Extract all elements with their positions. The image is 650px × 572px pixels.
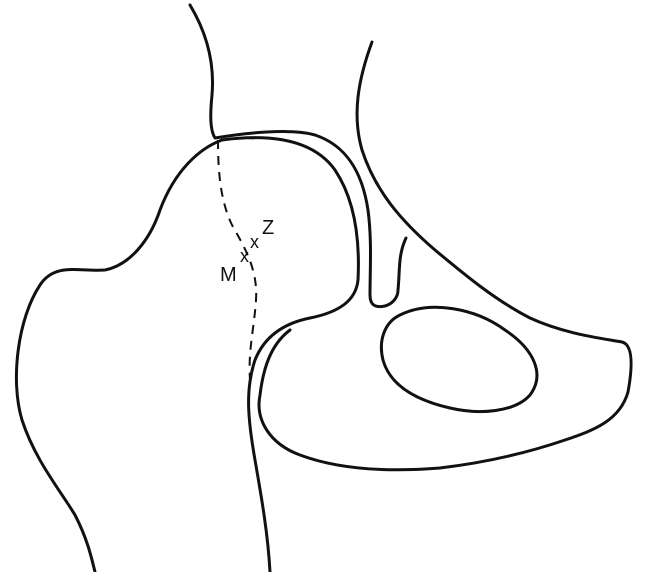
obturator-foramen — [381, 307, 536, 411]
femur-outline — [16, 140, 222, 572]
hidden-contour-dashed — [218, 140, 256, 380]
marker-z: x — [250, 232, 259, 252]
label-z: Z — [262, 217, 274, 239]
ilium-line — [190, 5, 406, 307]
marker-m: x — [240, 246, 249, 266]
label-m: M — [220, 264, 237, 286]
acetabular-roof — [222, 138, 358, 572]
